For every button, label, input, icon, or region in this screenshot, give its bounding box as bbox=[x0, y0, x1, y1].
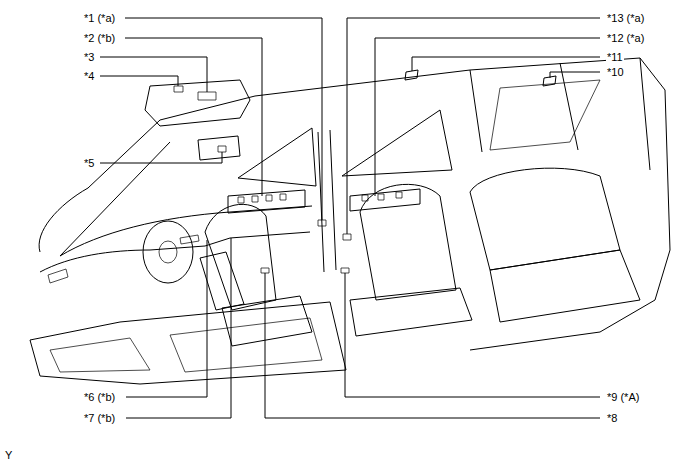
second-row-seat-back bbox=[360, 184, 456, 300]
b-pillar bbox=[318, 130, 336, 272]
callout-number: *8 bbox=[606, 411, 618, 425]
callout-number: *6 (*b) bbox=[83, 390, 116, 404]
callout-number: *3 bbox=[83, 50, 95, 64]
callout-number: *7 (*b) bbox=[83, 411, 116, 425]
leader-line bbox=[125, 18, 322, 220]
far-window bbox=[238, 128, 316, 186]
roof-sensor-11 bbox=[405, 70, 418, 80]
front-part-13 bbox=[343, 234, 351, 240]
third-row-seat-cushion bbox=[490, 250, 640, 322]
overhead-console bbox=[145, 80, 250, 126]
sun-visor bbox=[198, 136, 240, 160]
leader-line bbox=[100, 57, 207, 92]
driver-seat-cushion bbox=[222, 296, 312, 346]
steering-hub bbox=[159, 241, 177, 263]
leader-line bbox=[347, 18, 600, 234]
a-pillar-inner bbox=[60, 142, 170, 256]
quarter-window bbox=[490, 80, 600, 150]
figure-code: Y bbox=[4, 448, 13, 462]
leader-line bbox=[550, 72, 600, 78]
leader-line bbox=[100, 76, 178, 86]
leader-line bbox=[375, 38, 600, 196]
floor-part-9 bbox=[341, 268, 349, 273]
callout-number: *2 (*b) bbox=[83, 31, 116, 45]
a-pillar-outer bbox=[39, 120, 160, 252]
floor-mat bbox=[50, 318, 322, 372]
callout-number: *11 bbox=[606, 50, 624, 64]
callout-number: *12 (*a) bbox=[606, 31, 645, 45]
leader-line bbox=[125, 38, 262, 196]
vehicle-body bbox=[30, 58, 670, 384]
callout-number: *9 (*A) bbox=[606, 390, 640, 404]
callout-number: *10 bbox=[606, 65, 625, 79]
dashboard-vents bbox=[48, 235, 199, 283]
quarter-pillars bbox=[470, 58, 650, 170]
leader-line bbox=[265, 273, 600, 418]
rear-floor-edge bbox=[470, 300, 655, 350]
callout-number: *5 bbox=[83, 156, 95, 170]
leader-line bbox=[345, 273, 600, 397]
third-row-seat-back bbox=[470, 168, 620, 270]
leader-line bbox=[126, 238, 231, 418]
room-light bbox=[174, 86, 183, 92]
rear-far-window bbox=[342, 110, 452, 176]
callout-number: *4 bbox=[83, 69, 95, 83]
callout-number: *1 (*a) bbox=[83, 11, 116, 25]
second-row-seat-cushion bbox=[350, 288, 472, 336]
visor-switch bbox=[218, 146, 226, 152]
map-light bbox=[198, 92, 216, 100]
floor-part-8 bbox=[261, 268, 269, 273]
dashboard bbox=[40, 232, 310, 272]
leader-line bbox=[100, 152, 222, 163]
far-door-trim bbox=[228, 190, 305, 213]
leader-line bbox=[412, 57, 600, 71]
front-part-1 bbox=[318, 220, 326, 226]
steering-wheel bbox=[143, 221, 193, 283]
leader-lines bbox=[100, 18, 600, 418]
callout-number: *13 (*a) bbox=[606, 11, 645, 25]
leader-line bbox=[126, 240, 207, 397]
roof-edge bbox=[160, 58, 670, 300]
rear-door-trim bbox=[350, 189, 420, 211]
floor bbox=[30, 302, 346, 384]
